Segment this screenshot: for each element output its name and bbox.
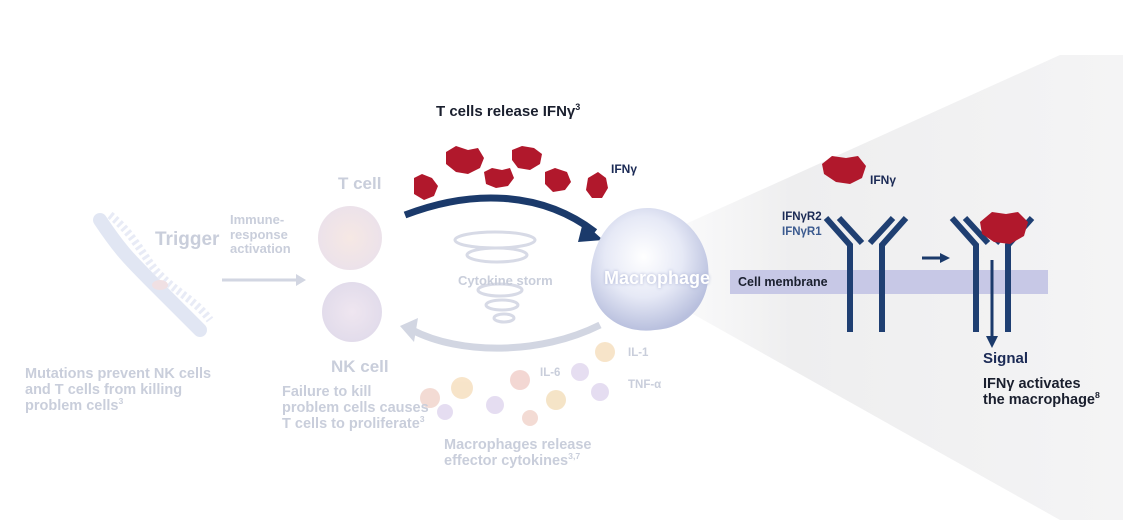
cell-membrane-label: Cell membrane [738, 275, 828, 289]
ifn-molecules [414, 146, 608, 200]
release-caption: Macrophages release effector cytokines3,… [444, 437, 592, 470]
ifngr2-label: IFNγR2 [782, 211, 822, 223]
ifn-label-center: IFNγ [611, 162, 638, 176]
trigger-dna-strand [93, 211, 214, 337]
ifn-release-arrow [403, 194, 598, 235]
il6-label: IL-6 [540, 367, 561, 379]
activation-arrow [222, 274, 306, 286]
ifn-release-title: T cells release IFNγ3 [436, 102, 581, 120]
receptor-unbound [823, 215, 909, 332]
ifn-label-right: IFNγ [870, 173, 897, 187]
ifn-molecule-free [822, 156, 866, 184]
tcell-graphic [318, 206, 382, 270]
signal-label: Signal [983, 350, 1029, 367]
il1-label: IL-1 [628, 347, 649, 359]
signal-arrow [986, 260, 998, 348]
tcell-label: T cell [338, 174, 382, 193]
activates-caption: IFNγ activates the macrophage8 [983, 376, 1100, 409]
macrophage-label: Macrophage [604, 268, 711, 288]
trigger-label: Trigger [155, 229, 220, 250]
cytokine-storm-swirl [453, 230, 537, 324]
activation-label: Immune- response activation [230, 212, 291, 257]
ifn-molecule-bound [980, 212, 1028, 244]
binding-arrow [922, 253, 950, 263]
nkcell-label: NK cell [331, 357, 389, 376]
effector-cytokines [420, 342, 615, 426]
cell-membrane [730, 270, 1048, 294]
tnf-label: TNF-α [628, 379, 662, 391]
nkcell-graphic [322, 282, 382, 342]
ifngr1-label: IFNγR1 [782, 226, 822, 238]
cytokine-storm-label: Cytokine storm [458, 273, 553, 288]
cytokine-release-arrow [410, 321, 602, 352]
failure-caption: Failure to kill problem cells causes T c… [282, 384, 429, 433]
mutations-caption: Mutations prevent NK cells and T cells f… [25, 366, 212, 415]
macrophage-graphic [590, 207, 709, 331]
